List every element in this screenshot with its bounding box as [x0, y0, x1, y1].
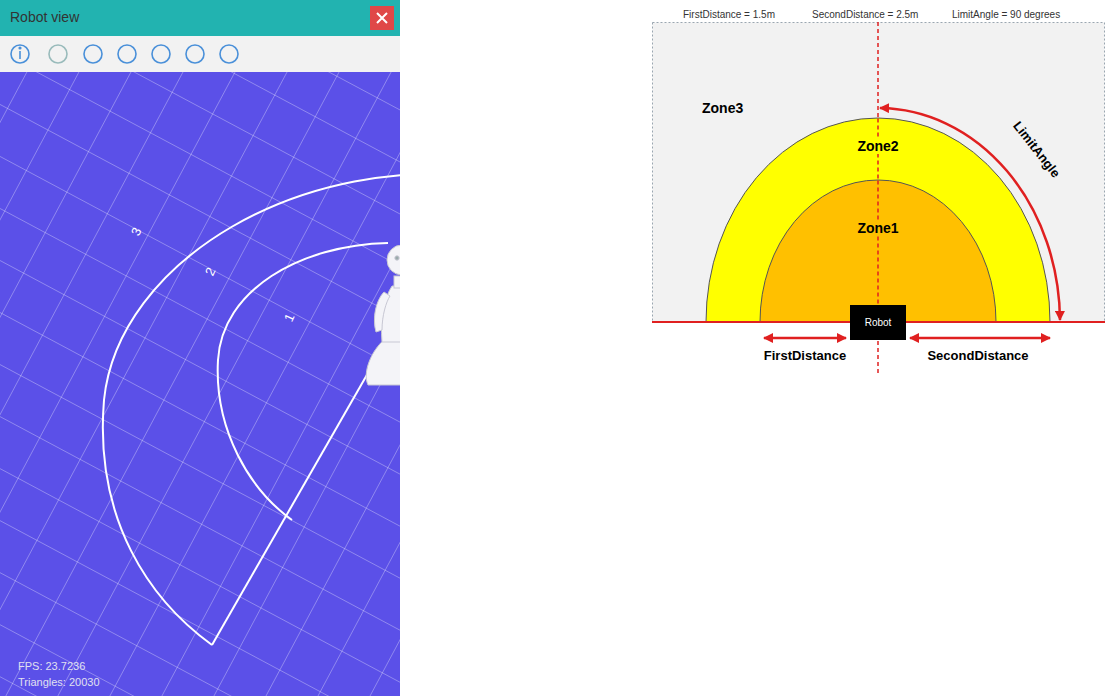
center-axis	[877, 341, 879, 376]
baseline	[652, 321, 850, 323]
dimension-label: SecondDistance	[927, 349, 1028, 364]
limit-angle-arc	[880, 108, 1060, 320]
app-window: Robot view	[0, 0, 400, 696]
first-distance-arrow	[764, 337, 846, 340]
window-title: Robot view	[10, 9, 79, 25]
zone3-region: Zone3Zone2Zone1	[652, 22, 1105, 322]
zone-arcs	[103, 174, 400, 645]
distance-mark: 3	[129, 226, 146, 239]
robot-label: Robot	[865, 317, 892, 329]
close-button	[370, 6, 394, 30]
robot-figure	[366, 245, 400, 385]
zone2-band: Zone2Zone1	[706, 118, 1050, 322]
fps-readout: FPS: 23.7236	[18, 660, 85, 673]
robot-box: Robot	[850, 305, 906, 340]
parameter-note: SecondDistance = 2.5m	[812, 9, 918, 21]
triangle-readout: Triangles: 20030	[18, 676, 100, 689]
title-bar	[0, 0, 400, 36]
distance-mark: 1	[282, 312, 299, 325]
toolbar	[0, 36, 400, 72]
zone1-band: Zone1	[760, 180, 996, 322]
parameter-note: LimitAngle = 90 degrees	[952, 9, 1060, 21]
dimension-label: FirstDistance	[764, 349, 846, 364]
zone1-band-outline	[760, 180, 996, 322]
app-window-outline	[0, 0, 400, 696]
close-icon	[377, 13, 387, 23]
floor-grid	[0, 72, 400, 696]
second-distance-arrow	[910, 337, 1050, 340]
zone-label: Zone3	[702, 100, 743, 116]
toolbar-icons	[11, 45, 238, 63]
distance-mark: 2	[203, 266, 220, 279]
zone-label: Zone1	[855, 220, 900, 236]
robot-view-illustration	[0, 0, 400, 696]
zone-label: Zone2	[855, 138, 900, 154]
parameter-note: FirstDistance = 1.5m	[683, 9, 775, 21]
window-frame	[0, 0, 400, 696]
baseline	[906, 321, 1105, 323]
viewport-ground	[0, 72, 400, 696]
